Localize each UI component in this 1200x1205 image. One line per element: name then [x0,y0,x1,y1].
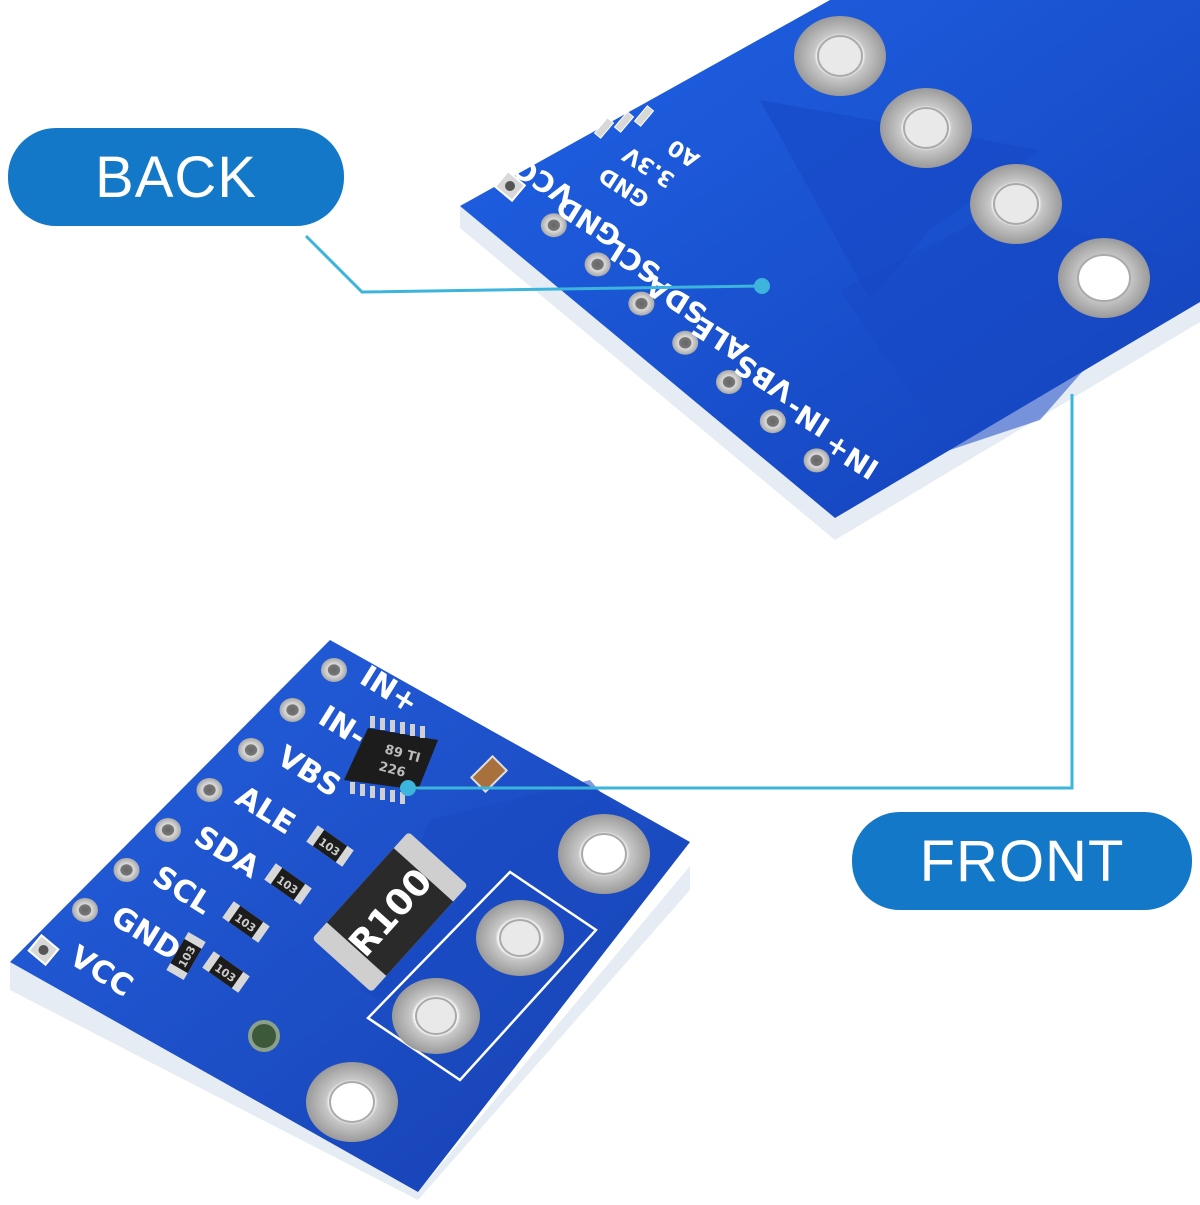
front-mount-hole [306,1062,398,1142]
front-smd-resistor: 103 [264,863,312,905]
back-pin-pad [540,213,567,238]
back-mount-hole [970,164,1062,244]
front-pin-pad [155,818,181,842]
front-capacitor [469,754,509,794]
back-pin-pad [493,169,527,203]
front-mount-hole [558,814,650,894]
front-smd-resistor: 103 [166,931,206,981]
front-pin-pad [196,778,223,802]
front-board-edge [10,866,690,1200]
back-mount-hole [880,88,972,168]
back-leader-line [304,234,761,294]
back-mount-hole [794,16,886,96]
front-pin-pad [27,933,60,967]
front-pin-pad [72,898,98,922]
back-pin-pad [759,409,786,434]
front-pin-pad [113,858,140,882]
front-terminal [392,978,480,1054]
front-leader-line [408,394,1074,790]
back-pin-pad [803,448,830,473]
back-pin-pad [584,252,611,277]
front-pin-pad [238,738,264,762]
back-mount-hole [1058,238,1150,318]
front-pin-pad [321,658,347,682]
front-callout: FRONT [852,812,1192,910]
front-ina226-chip: 89 TI 226 [344,716,438,804]
chip-marking: 226 [377,759,407,781]
back-pin-pad [716,370,742,394]
back-callout: BACK [8,128,344,226]
back-pin-pad [628,291,655,316]
back-pin-pad [672,330,699,355]
front-pin-pad [279,698,306,722]
front-terminal-outline [366,870,598,1082]
leader-lines [304,234,1074,796]
front-via [248,1020,280,1052]
back-jumper-pads [593,105,655,139]
front-terminal [476,900,564,976]
